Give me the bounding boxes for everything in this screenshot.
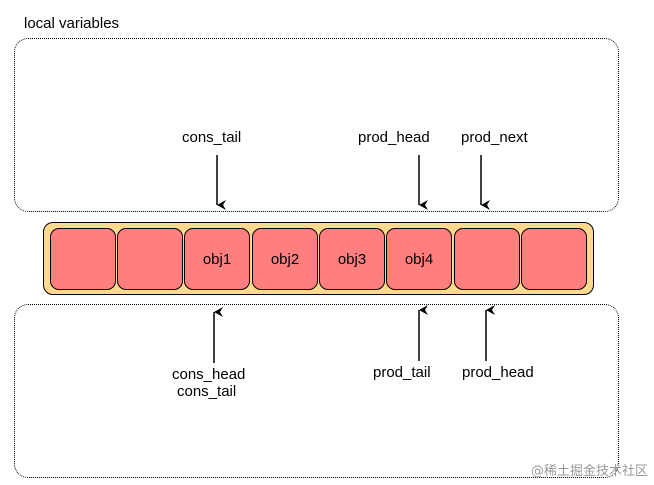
prod-head-bottom-label: prod_head [462, 364, 534, 381]
cons-tail-bottom-label: cons_tail [177, 383, 237, 400]
ring-slot-2: obj1 [184, 228, 250, 290]
local-variables-title: local variables [24, 15, 120, 32]
cons-head-bottom-label: cons_head [172, 366, 246, 383]
local-variables-box-top [14, 38, 619, 212]
ring-slot-7 [521, 228, 587, 290]
ring-slot-1 [117, 228, 183, 290]
local-variables-box-bottom [14, 304, 619, 478]
prod-next-top-label: prod_next [461, 129, 528, 146]
ring-slot-5: obj4 [386, 228, 452, 290]
ring-slot-6 [454, 228, 520, 290]
prod-tail-bottom-label: prod_tail [373, 364, 431, 381]
ring-slot-0 [50, 228, 116, 290]
ring-slot-4: obj3 [319, 228, 385, 290]
cons-tail-top-label: cons_tail [182, 129, 242, 146]
prod-head-top-label: prod_head [358, 129, 430, 146]
watermark: @稀土掘金技术社区 [530, 464, 648, 479]
ring-slot-3: obj2 [252, 228, 318, 290]
